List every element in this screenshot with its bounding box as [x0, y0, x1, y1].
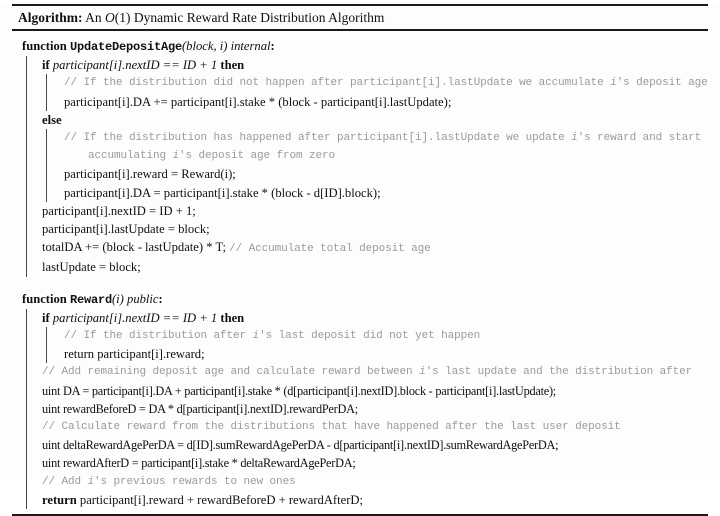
func1-modifier: internal: [230, 39, 271, 53]
func1-stmt-5: participant[i].lastUpdate = block;: [42, 222, 210, 237]
func1-stmt-6: totalDA += (block - lastUpdate) * T;: [42, 240, 226, 255]
top-rule: [12, 4, 708, 6]
func2-modifier: public: [127, 291, 159, 306]
func1-colon: :: [270, 39, 275, 53]
func2-comment-1: // If the distribution after i's last de…: [64, 327, 710, 345]
func1-stmt-4: participant[i].nextID = ID + 1;: [42, 203, 196, 218]
func1-body: if participant[i].nextID == ID + 1 then …: [26, 56, 710, 278]
func1-comment-2-cont-a: accumulating: [88, 150, 173, 163]
function-separator: [22, 277, 710, 290]
func1-stmt-2: participant[i].reward = Reward(i);: [64, 167, 236, 182]
func2-name: Reward: [69, 292, 112, 307]
func2-body: if participant[i].nextID == ID + 1 then …: [26, 308, 710, 510]
func1-else-block: // If the distribution has happened afte…: [46, 129, 710, 202]
func1-keyword: function: [22, 39, 67, 53]
caption-complexity-arg: (1): [114, 10, 131, 25]
func1-args: (block, i): [181, 39, 228, 53]
func2-comment-4-b: 's previous rewards to new ones: [94, 475, 296, 488]
func2-comment-2: // Add remaining deposit age and calcula…: [42, 363, 710, 381]
func1-comment-2: // If the distribution has happened afte…: [64, 129, 710, 147]
func2-comment-4: // Add i's previous rewards to new ones: [42, 473, 710, 491]
func2-comment-4-a: // Add: [42, 475, 88, 488]
caption-label: Algorithm:: [18, 10, 83, 25]
func2-return-1-value: participant[i].reward;: [97, 347, 205, 362]
func2-stmt-3: uint deltaRewardAgePerDA = d[ID].sumRewa…: [42, 438, 559, 453]
func2-return-1-keyword: return: [64, 347, 95, 362]
func1-comment-2-var: i: [571, 132, 578, 145]
caption-prefix: An: [85, 10, 106, 25]
func1-comment-2-cont-b: 's deposit age from zero: [179, 150, 336, 163]
func1-stmt-6-line: totalDA += (block - lastUpdate) * T; // …: [42, 238, 710, 258]
func1-comment-2-cont-var: i: [172, 150, 180, 163]
func2-stmt-2: uint rewardBeforeD = DA * d[participant[…: [42, 401, 358, 416]
func2-if-line: if participant[i].nextID == ID + 1 then: [42, 309, 710, 327]
func2-comment-3: // Calculate reward from the distributio…: [42, 421, 621, 434]
func1-then-keyword: then: [220, 58, 245, 73]
func2-comment-1-var: i: [252, 330, 260, 343]
func2-comment-2-b: 's last update and the distribution afte…: [425, 366, 693, 379]
func1-stmt-1: participant[i].DA += participant[i].stak…: [64, 94, 452, 109]
func2-return-2-line: return participant[i].reward + rewardBef…: [42, 491, 710, 509]
func2-if-keyword: if: [42, 310, 50, 325]
func1-comment-1: // If the distribution did not happen af…: [64, 74, 710, 92]
func2-if-condition: participant[i].nextID == ID + 1: [52, 310, 218, 325]
func2-return-2-value: participant[i].reward + rewardBeforeD + …: [79, 492, 363, 507]
func2-stmt-4: uint rewardAfterD = participant[i].stake…: [42, 456, 356, 471]
func2-comment-1-a: // If the distribution after: [64, 330, 253, 343]
func1-comment-2-a: // If the distribution has happened afte…: [64, 132, 572, 145]
func1-signature: function UpdateDepositAge(block, i) inte…: [22, 37, 710, 56]
func1-stmt-6-comment: // Accumulate total deposit age: [229, 243, 431, 256]
algorithm-figure: Algorithm: An O(1) Dynamic Reward Rate D…: [0, 4, 720, 516]
caption-complexity-symbol: O: [105, 10, 115, 25]
func1-else-keyword: else: [42, 112, 62, 127]
func2-signature: function Reward(i) public:: [22, 290, 710, 309]
func1-comment-2-b: 's reward and start: [577, 132, 702, 145]
caption-rule: [12, 29, 708, 31]
pseudocode-body: function UpdateDepositAge(block, i) inte…: [0, 31, 720, 511]
func2-return-2-keyword: return: [42, 492, 77, 507]
func2-comment-1-b: 's last deposit did not yet happen: [259, 330, 481, 343]
func1-comment-1-a: // If the distribution did not happen af…: [64, 77, 611, 90]
func1-if-line: if participant[i].nextID == ID + 1 then: [42, 56, 710, 74]
func2-stmt-1: uint DA = participant[i].DA + participan…: [42, 383, 556, 398]
func1-if-condition: participant[i].nextID == ID + 1: [52, 58, 218, 73]
func1-stmt-7: lastUpdate = block;: [42, 260, 141, 275]
func1-if-keyword: if: [42, 58, 50, 73]
func2-comment-2-var: i: [419, 366, 426, 379]
func2-args: (i): [111, 291, 124, 306]
func2-keyword: function: [22, 291, 67, 306]
func1-comment-2-cont: accumulating i's deposit age from zero: [64, 147, 710, 165]
func1-else-line: else: [42, 111, 710, 129]
func1-comment-1-var: i: [610, 77, 617, 90]
func1-stmt-3: participant[i].DA = participant[i].stake…: [64, 185, 381, 200]
func2-then-keyword: then: [220, 310, 245, 325]
func2-return-1-line: return participant[i].reward;: [64, 345, 710, 363]
caption-rest: Dynamic Reward Rate Distribution Algorit…: [130, 10, 385, 25]
func1-name: UpdateDepositAge: [69, 40, 182, 54]
func2-colon: :: [158, 291, 163, 306]
func1-comment-1-b: 's deposit age: [616, 77, 708, 90]
func1-then-block: // If the distribution did not happen af…: [46, 74, 710, 112]
algorithm-caption: Algorithm: An O(1) Dynamic Reward Rate D…: [0, 6, 720, 29]
func2-comment-2-a: // Add remaining deposit age and calcula…: [42, 366, 420, 379]
func2-then-block: // If the distribution after i's last de…: [46, 327, 710, 364]
